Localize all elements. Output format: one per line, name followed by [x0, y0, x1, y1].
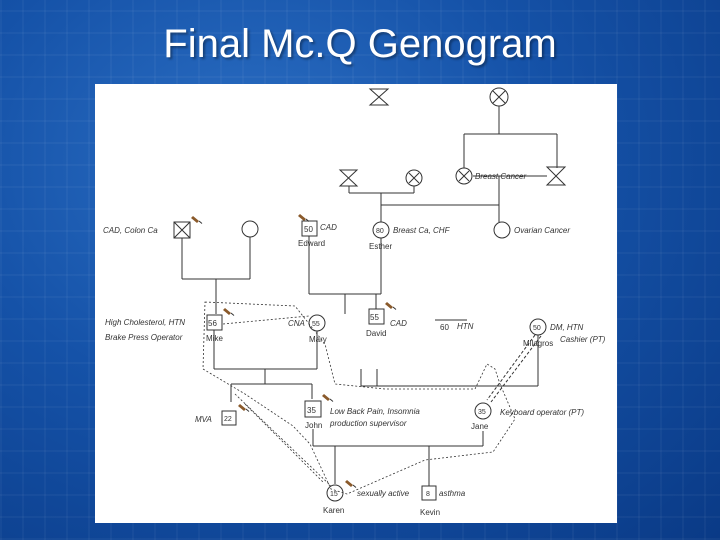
alcohol-icon: [384, 301, 397, 310]
label-ovarian: Ovarian Cancer: [514, 226, 570, 235]
alcohol-icon: [222, 307, 235, 316]
label-cad-colon: CAD, Colon Ca: [103, 226, 158, 235]
label-john-dx1: Low Back Pain, Insomnia: [330, 407, 420, 416]
svg-text:56: 56: [208, 319, 217, 328]
label-kevin-name: Kevin: [420, 508, 440, 517]
karen: 15: [326, 484, 344, 502]
grandfather-deceased: [545, 166, 567, 186]
svg-text:50: 50: [533, 325, 541, 332]
genogram-panel: Breast Cancer CAD, Colon Ca 50 CAD Edwar…: [95, 84, 617, 523]
svg-text:55: 55: [312, 321, 320, 328]
alcohol-icon: [344, 479, 357, 488]
great-grandfather-deceased: [368, 88, 390, 106]
svg-text:80: 80: [376, 228, 384, 235]
label-mary-cna: CNA: [288, 319, 305, 328]
mike: 56: [206, 314, 223, 331]
grandfather2-deceased: [338, 169, 359, 187]
alcohol-icon: [237, 403, 250, 412]
label-milagros-dx: DM, HTN: [550, 323, 584, 332]
label-mva: MVA: [195, 415, 212, 424]
label-edward-cad: CAD: [320, 223, 337, 232]
label-john-name: John: [305, 421, 322, 430]
edward: 50: [301, 220, 318, 237]
milagros: 50: [529, 318, 547, 336]
grandmother2-deceased: [405, 169, 423, 187]
label-milagros-job: Cashier (PT): [560, 335, 606, 344]
esther: 80: [372, 221, 390, 239]
label-john-dx2: production supervisor: [329, 419, 407, 428]
kevin: 8: [421, 485, 437, 501]
svg-text:15: 15: [330, 491, 338, 498]
alcohol-icon: [190, 215, 203, 224]
grandmother-breast-cancer: [455, 167, 473, 185]
svg-text:50: 50: [304, 225, 313, 234]
john: 35: [304, 400, 322, 418]
svg-text:55: 55: [370, 313, 379, 322]
ovarian-cancer-relative: [493, 221, 511, 239]
label-jane-name: Jane: [471, 422, 489, 431]
alcohol-icon: [321, 393, 334, 402]
label-karen-note: sexually active: [357, 489, 410, 498]
label-mike-dx2: Brake Press Operator: [105, 333, 183, 342]
label-edward-name: Edward: [298, 239, 325, 248]
mva-sibling-deceased: 22: [221, 410, 237, 426]
label-david-cad: CAD: [390, 319, 407, 328]
svg-text:22: 22: [224, 416, 232, 423]
label-kevin-note: asthma: [439, 489, 466, 498]
great-grandmother-deceased: [489, 87, 509, 107]
label-mary-name: Mary: [309, 335, 327, 344]
label-mike-name: Mike: [206, 334, 223, 343]
slide-title: Final Mc.Q Genogram: [163, 22, 557, 66]
label-htn: HTN: [457, 322, 474, 331]
mother-mike-parent: [241, 220, 259, 238]
label-mike-dx1: High Cholesterol, HTN: [105, 318, 185, 327]
mary: 55: [308, 314, 326, 332]
label-david-name: David: [366, 329, 386, 338]
alcohol-icon: [297, 213, 310, 222]
svg-text:8: 8: [426, 491, 430, 498]
david: 55: [368, 308, 385, 325]
svg-text:35: 35: [478, 409, 486, 416]
label-jane-job: Keyboard operator (PT): [500, 408, 584, 417]
father-mike-parent-deceased: [173, 221, 191, 239]
genogram-diagram: Breast Cancer CAD, Colon Ca 50 CAD Edwar…: [103, 87, 606, 517]
label-htn-age: 60: [440, 323, 449, 332]
jane: 35: [474, 402, 492, 420]
svg-text:35: 35: [307, 406, 316, 415]
label-karen-name: Karen: [323, 506, 344, 515]
label-esther-dx: Breast Ca, CHF: [393, 226, 451, 235]
